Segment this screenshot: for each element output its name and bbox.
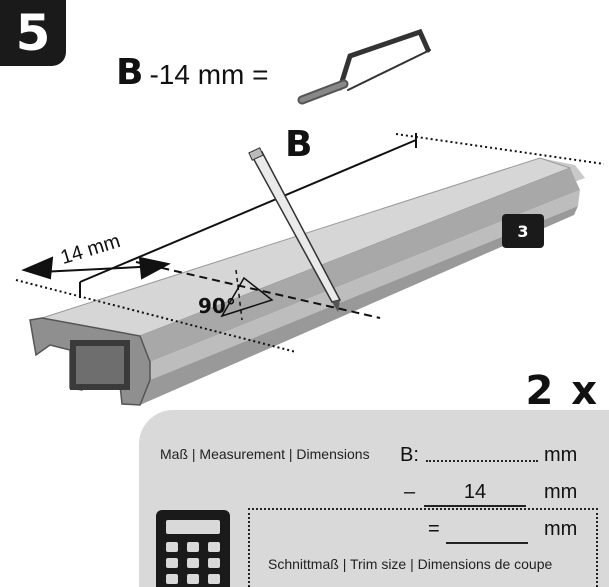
calculator-key <box>208 542 220 552</box>
calculator-key <box>166 574 178 584</box>
trim-size-box <box>248 508 598 587</box>
cut-line <box>135 261 381 319</box>
part-number: 3 <box>517 221 529 241</box>
calculator-key <box>166 542 178 552</box>
calculator-icon <box>156 510 230 587</box>
calculator-key <box>187 574 199 584</box>
angle-label: 90° <box>198 294 236 318</box>
dimension-b <box>79 133 605 283</box>
quantity-label: 2 x <box>525 368 599 414</box>
calculator-key <box>187 558 199 568</box>
hacksaw-icon <box>297 28 431 105</box>
step-number: 5 <box>15 4 51 62</box>
measurement-label: Maß | Measurement | Dimensions <box>160 446 370 462</box>
unit-mm-result: mm <box>544 518 578 540</box>
aluminium-rail <box>29 157 585 406</box>
b-prefix: B: <box>400 444 419 466</box>
b-value-field[interactable] <box>426 460 538 462</box>
formula-text: -14 mm = <box>149 59 269 90</box>
subtract-value: 14 <box>424 481 526 507</box>
minus-sign: – <box>404 481 416 503</box>
equals-sign: = <box>428 518 440 540</box>
calculator-key <box>208 558 220 568</box>
trim-value-field[interactable] <box>446 542 528 544</box>
formula-letter: B <box>116 52 144 93</box>
formula: B -14 mm = <box>116 52 268 93</box>
right-angle-marker <box>220 269 274 321</box>
unit-mm-minus: mm <box>544 481 578 503</box>
dimension-14mm <box>15 256 297 353</box>
dimension-b-label: B <box>285 124 313 165</box>
calculator-key <box>208 574 220 584</box>
pencil-icon <box>248 147 342 312</box>
calculator-key <box>166 558 178 568</box>
calculator-screen <box>166 520 220 534</box>
trim-size-label: Schnittmaß | Trim size | Dimensions de c… <box>268 556 553 572</box>
unit-mm-b: mm <box>544 444 578 466</box>
step-number-badge: 5 <box>0 0 66 66</box>
part-number-tag: 3 <box>502 214 544 248</box>
calculator-key <box>187 542 199 552</box>
